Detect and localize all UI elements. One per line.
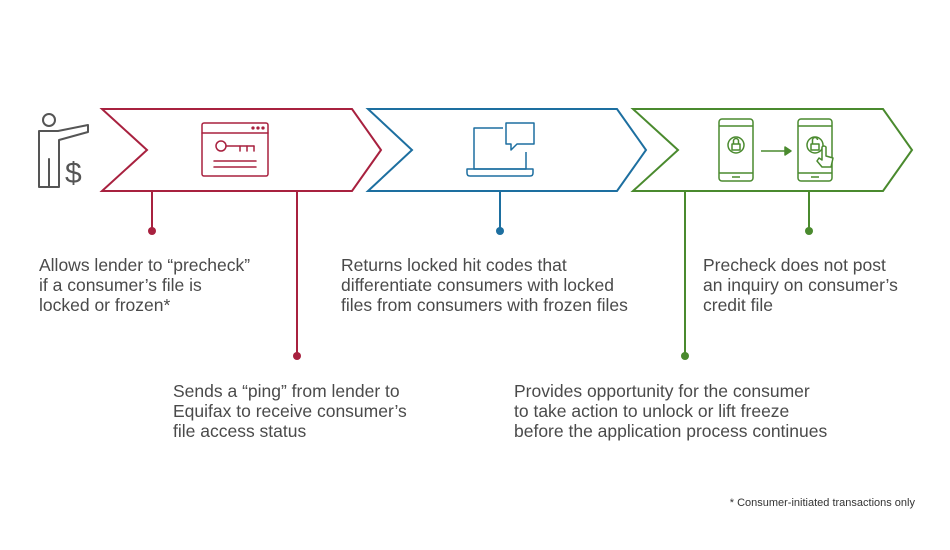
phone-lock-to-phone-unlock-icon bbox=[718, 118, 834, 182]
step3-chevron bbox=[630, 108, 914, 192]
step2-top-connector bbox=[496, 191, 504, 235]
person-pointing-with-dollar-icon: $ bbox=[38, 113, 89, 190]
step3-bottom-label: Provides opportunity for the consumer to… bbox=[514, 381, 828, 441]
step1-bottom-label: Sends a “ping” from lender to Equifax to… bbox=[173, 381, 407, 441]
step3-top-connector bbox=[805, 191, 813, 235]
step1-bottom-connector bbox=[293, 191, 301, 360]
step1-top-label: Allows lender to “precheck” if a consume… bbox=[39, 255, 251, 315]
step2-chevron bbox=[365, 108, 648, 192]
laptop-with-chat-bubble-icon bbox=[466, 122, 535, 177]
step1-top-connector bbox=[148, 191, 156, 235]
step3-bottom-connector bbox=[681, 191, 689, 360]
step3-top-label: Precheck does not post an inquiry on con… bbox=[703, 255, 898, 315]
step1-chevron bbox=[99, 108, 383, 192]
svg-text:$: $ bbox=[65, 157, 82, 190]
browser-window-with-key-icon bbox=[201, 122, 269, 177]
step2-top-label: Returns locked hit codes that differenti… bbox=[341, 255, 628, 315]
footnote: * Consumer-initiated transactions only bbox=[729, 497, 915, 509]
